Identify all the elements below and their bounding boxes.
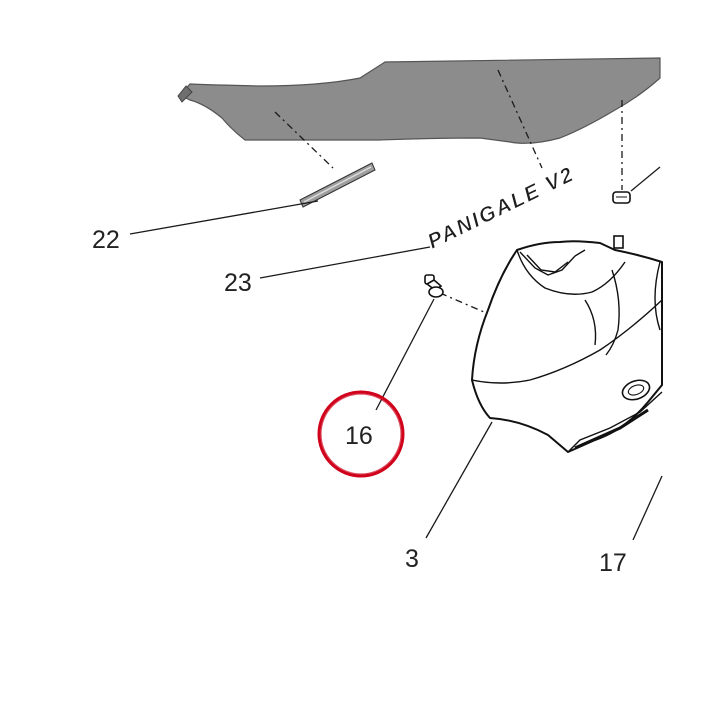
part-23-decal-text: PANIGALE V2: [424, 162, 578, 253]
callout-16: 16: [345, 422, 373, 450]
part-22-strip: [299, 162, 376, 208]
pin-head: [428, 286, 444, 298]
seat-panel-shape: [179, 57, 661, 144]
fairing-bracket-inner: [526, 254, 569, 273]
fairing-hole: [621, 379, 651, 401]
assembly-line-16: [439, 292, 485, 313]
assembly-line-23: [497, 69, 543, 169]
strip-highlight: [303, 166, 372, 203]
seat-panel: [177, 57, 661, 144]
leader-22: [129, 200, 319, 235]
callout-3: 3: [405, 545, 419, 573]
part-3-fairing: [471, 235, 663, 453]
fairing-lower-rim: [574, 408, 649, 450]
callout-23: 23: [224, 269, 252, 297]
fairing-side-edge: [654, 261, 661, 331]
part-16-pin-icon: [424, 274, 444, 298]
leader-16: [375, 298, 435, 411]
highlight-circle-inner: [320, 393, 402, 475]
fairing-hole-inner: [627, 384, 645, 396]
leader-23: [259, 246, 431, 279]
fairing-mount: [613, 235, 624, 249]
assembly-line-22: [274, 111, 334, 169]
callout-17: 17: [599, 549, 627, 577]
fairing-contour-inner: [584, 299, 597, 346]
leader-3: [425, 421, 493, 539]
screw-icon: [612, 191, 631, 204]
fairing-top-contour: [516, 249, 626, 295]
fairing-edge-line: [471, 299, 663, 384]
screw-leader: [630, 166, 661, 192]
highlight-circle-outer: [317, 390, 405, 478]
fairing-contour-right: [605, 269, 620, 356]
callout-22: 22: [92, 226, 120, 254]
highlight-circle: [317, 390, 405, 478]
seat-panel-tab: [177, 85, 193, 103]
fairing-lower-edge: [567, 391, 663, 453]
leader-17: [632, 475, 663, 541]
